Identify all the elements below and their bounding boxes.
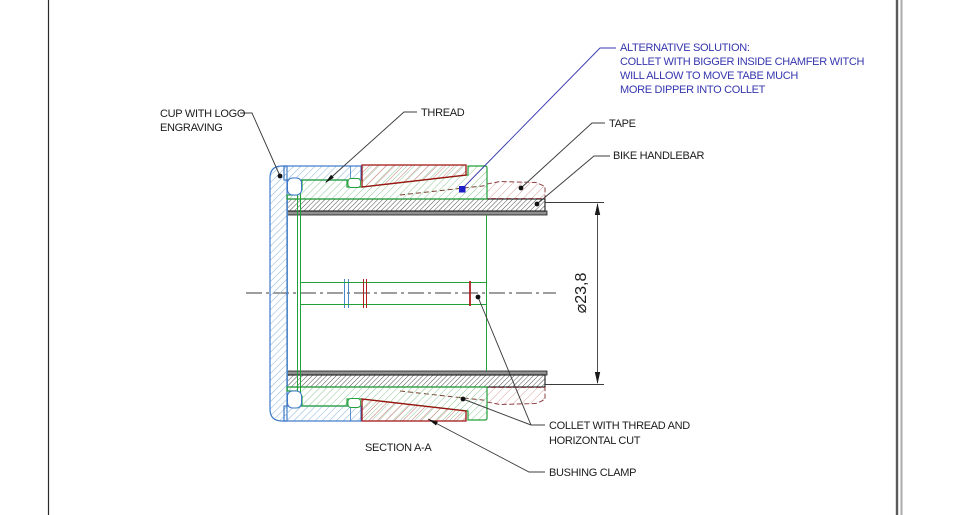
thread-relief-bottom-notch [347, 398, 361, 408]
collet-leader-lower [462, 398, 532, 426]
annotation-labels: CUP WITH LOGO ENGRAVING THREAD ALTERNATI… [160, 42, 865, 479]
cup-leader [240, 112, 281, 177]
alternative-note-line2: COLLET WITH BIGGER INSIDE CHAMFER WITCH [620, 56, 865, 68]
cup-label-line1: CUP WITH LOGO [160, 108, 246, 120]
section-label: SECTION A-A [365, 442, 432, 454]
collet-leader-upper [477, 296, 545, 426]
alternative-note-line4: MORE DIPPER INTO COLLET [620, 84, 766, 96]
bushing-leader [427, 418, 545, 473]
collet-label-line1: COLLET WITH THREAD AND [549, 420, 690, 432]
tape-leader-dot [518, 185, 524, 191]
thread-top-region [361, 164, 467, 188]
thread-relief-top-notch [347, 178, 361, 188]
leader-lines [240, 47, 616, 473]
tape-top-wedge [486, 180, 546, 199]
alternative-marker [459, 186, 466, 193]
cup-top-notch [287, 177, 302, 196]
handlebar-tube-section [286, 198, 548, 388]
end-cup-section [269, 165, 362, 422]
thread-leader-arrow [325, 174, 334, 183]
bushing-label: BUSHING CLAMP [549, 467, 636, 479]
tube-top-inner-band [286, 210, 548, 216]
handlebar-leader-dot [534, 201, 540, 207]
cup-bottom-notch [287, 390, 302, 409]
dimension-arrow-top [594, 203, 601, 215]
alternative-note-line1: ALTERNATIVE SOLUTION: [620, 42, 750, 54]
sheet-borders [47, 0, 903, 515]
collet-section [286, 165, 488, 421]
relief-notches [287, 177, 361, 409]
diameter-dimension: ⌀23,8 [545, 202, 604, 385]
cup-leader-dot [277, 173, 283, 179]
tube-bottom-wall [286, 374, 546, 388]
thread-leader [325, 111, 417, 183]
collet-label-line2: HORIZONTAL CUT [549, 435, 641, 447]
handlebar-leader [536, 155, 610, 205]
collet-leader-dot-2 [460, 396, 466, 402]
tape-label: TAPE [609, 118, 636, 130]
cup-back-wall [269, 165, 288, 422]
alternative-note-line3: WILL ALLOW TO MOVE TABE MUCH [620, 70, 798, 82]
bushing-leader-arrow [428, 419, 438, 426]
alternative-leader [461, 47, 616, 190]
tape-bottom-wedge [486, 387, 546, 406]
tube-bottom-inner-band [286, 370, 548, 376]
collet-leader-dot-1 [475, 294, 481, 300]
dimension-arrow-bottom [594, 372, 601, 384]
thread-label: THREAD [421, 107, 465, 119]
cup-label-line2: ENGRAVING [160, 122, 223, 134]
diameter-dimension-text: ⌀23,8 [573, 273, 590, 314]
tube-top-wall [286, 198, 546, 212]
handlebar-label: BIKE HANDLEBAR [613, 150, 705, 162]
tape-leader [520, 122, 605, 189]
